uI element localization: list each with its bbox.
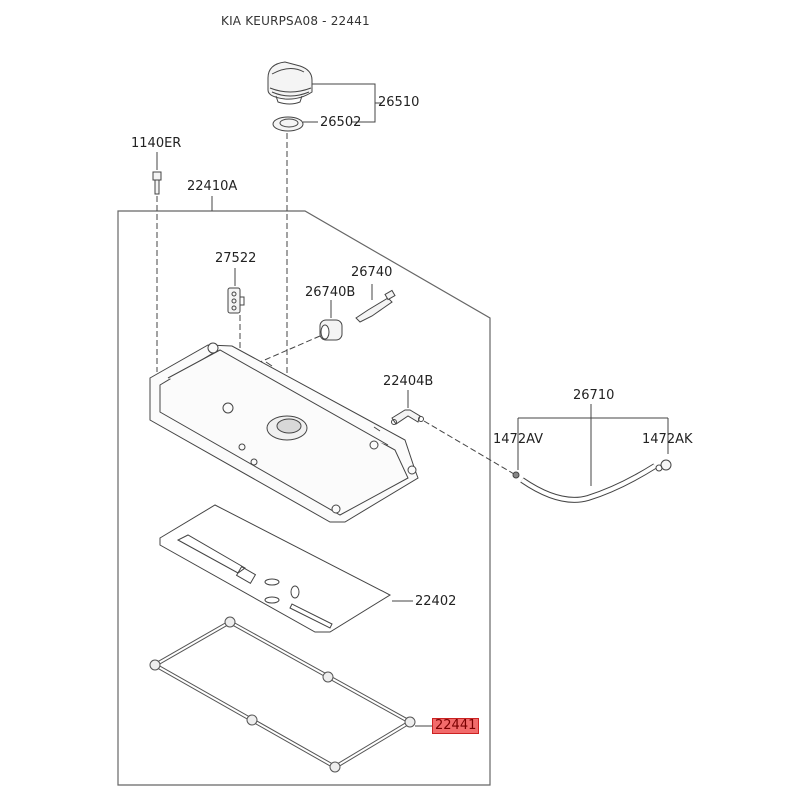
part-label-22404B[interactable]: 22404B xyxy=(383,374,434,389)
oil-filler-cap-icon xyxy=(267,61,313,105)
leader-26710 xyxy=(517,404,669,470)
part-label-1472AK[interactable]: 1472AK xyxy=(642,432,693,447)
clip-icon xyxy=(227,287,245,314)
part-label-1140ER[interactable]: 1140ER xyxy=(131,136,182,151)
part-label-26710[interactable]: 26710 xyxy=(573,388,615,403)
part-label-26740[interactable]: 26740 xyxy=(351,265,393,280)
bolt-icon xyxy=(152,171,162,195)
assembly-frame xyxy=(117,210,491,786)
diagram-title: KIA KEURPSA08 - 22441 xyxy=(221,14,370,28)
part-label-1472AV[interactable]: 1472AV xyxy=(493,432,544,447)
rocker-cover-gasket-icon xyxy=(149,616,416,773)
breather-hose-icon xyxy=(512,459,672,503)
part-label-22402[interactable]: 22402 xyxy=(415,594,457,609)
part-label-26740B[interactable]: 26740B xyxy=(305,285,356,300)
pcv-grommet-icon xyxy=(319,319,343,341)
part-label-26502[interactable]: 26502 xyxy=(320,115,362,130)
pcv-valve-icon xyxy=(355,289,396,323)
breather-nipple-icon xyxy=(391,409,424,425)
rocker-cover-icon xyxy=(149,342,419,523)
baffle-plate-icon xyxy=(159,504,392,633)
part-label-26510[interactable]: 26510 xyxy=(378,95,420,110)
part-label-27522[interactable]: 27522 xyxy=(215,251,257,266)
filler-cap-gasket-icon xyxy=(272,116,304,132)
part-label-22410A[interactable]: 22410A xyxy=(187,179,238,194)
part-label-22441-highlighted[interactable]: 22441 xyxy=(432,718,480,734)
